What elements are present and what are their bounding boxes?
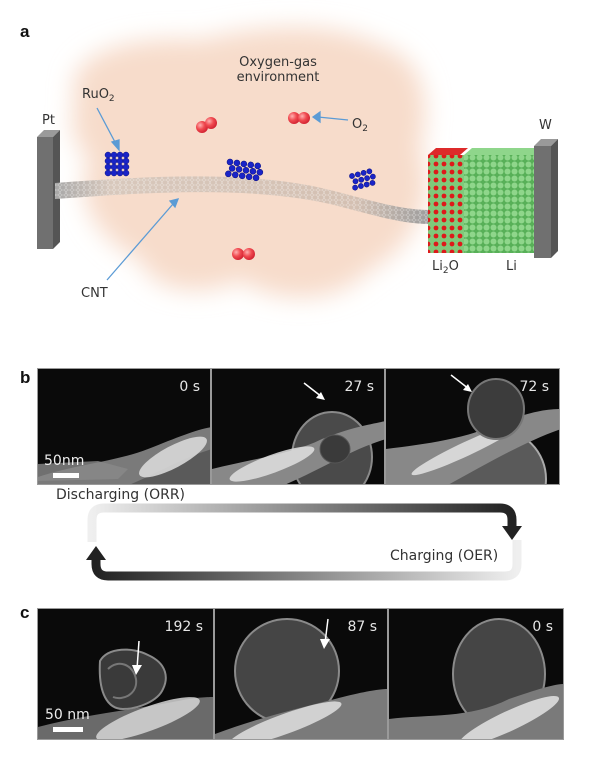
discharging-label: Discharging (ORR) — [56, 487, 186, 503]
tem-frame-c3: 0 s — [388, 608, 564, 740]
timestamp: 72 s — [519, 379, 549, 395]
li-block — [464, 148, 542, 253]
timestamp: 87 s — [347, 619, 377, 635]
o2-molecule — [232, 248, 255, 260]
o2-label-sub: 2 — [362, 124, 368, 134]
li2o-label: Li2O — [432, 259, 459, 276]
charge-arrow — [86, 540, 522, 581]
environment-label-line1: Oxygen-gas — [239, 55, 317, 70]
timestamp: 0 s — [532, 619, 553, 635]
arrow-indicator — [303, 382, 325, 400]
li2o-block — [428, 148, 468, 253]
tem-frame-c1: 192 s 50 nm — [37, 608, 214, 740]
tem-frame-b3: 72 s — [385, 368, 560, 485]
ruo2-cluster — [225, 158, 264, 182]
w-label: W — [539, 118, 552, 133]
li2o-label-o: O — [448, 259, 459, 274]
pt-label: Pt — [42, 113, 55, 128]
panel-b-letter: b — [20, 368, 31, 387]
charging-label: Charging (OER) — [390, 548, 499, 564]
cycle-diagram — [86, 503, 522, 581]
label-arrow — [106, 198, 180, 281]
scale-bar-label: 50nm — [44, 453, 85, 469]
label-arrow — [96, 107, 120, 152]
w-electrode — [534, 139, 558, 258]
ruo2-label-sub: 2 — [108, 94, 115, 104]
environment-label: Oxygen-gas environment — [228, 55, 328, 85]
o2-label: O2 — [352, 117, 368, 134]
scale-bar — [53, 727, 83, 732]
carbon-nanotube — [55, 176, 430, 224]
discharge-arrow — [87, 503, 522, 542]
tem-frame-b1: 0 s 50nm — [37, 368, 211, 485]
schematic-diagram — [37, 27, 558, 298]
label-arrow — [311, 110, 349, 124]
ruo2-label: RuO2 — [82, 87, 115, 104]
o2-molecule — [196, 117, 217, 133]
panel-a-letter: a — [20, 22, 30, 41]
timestamp: 27 s — [344, 379, 374, 395]
panel-c-letter: c — [20, 603, 30, 622]
tem-frame-c2: 87 s — [214, 608, 388, 740]
scale-bar-label: 50 nm — [45, 707, 90, 723]
ruo2-cluster — [104, 151, 130, 177]
arrow-indicator — [132, 640, 142, 675]
scale-bar — [53, 473, 79, 478]
environment-label-line2: environment — [236, 70, 320, 85]
cnt-label: CNT — [81, 286, 108, 301]
li-label: Li — [506, 259, 517, 274]
arrow-indicator — [450, 374, 472, 392]
timestamp: 192 s — [164, 619, 203, 635]
li2o-label-sub: 2 — [442, 266, 449, 276]
o2-molecule — [288, 112, 310, 124]
ruo2-label-base: RuO — [82, 87, 109, 102]
arrow-indicator — [320, 618, 330, 649]
li2o-label-li: Li — [432, 259, 443, 274]
timestamp: 0 s — [179, 379, 200, 395]
ruo2-cluster — [349, 168, 376, 191]
tem-frame-b2: 27 s — [211, 368, 385, 485]
o2-label-base: O — [352, 117, 363, 132]
